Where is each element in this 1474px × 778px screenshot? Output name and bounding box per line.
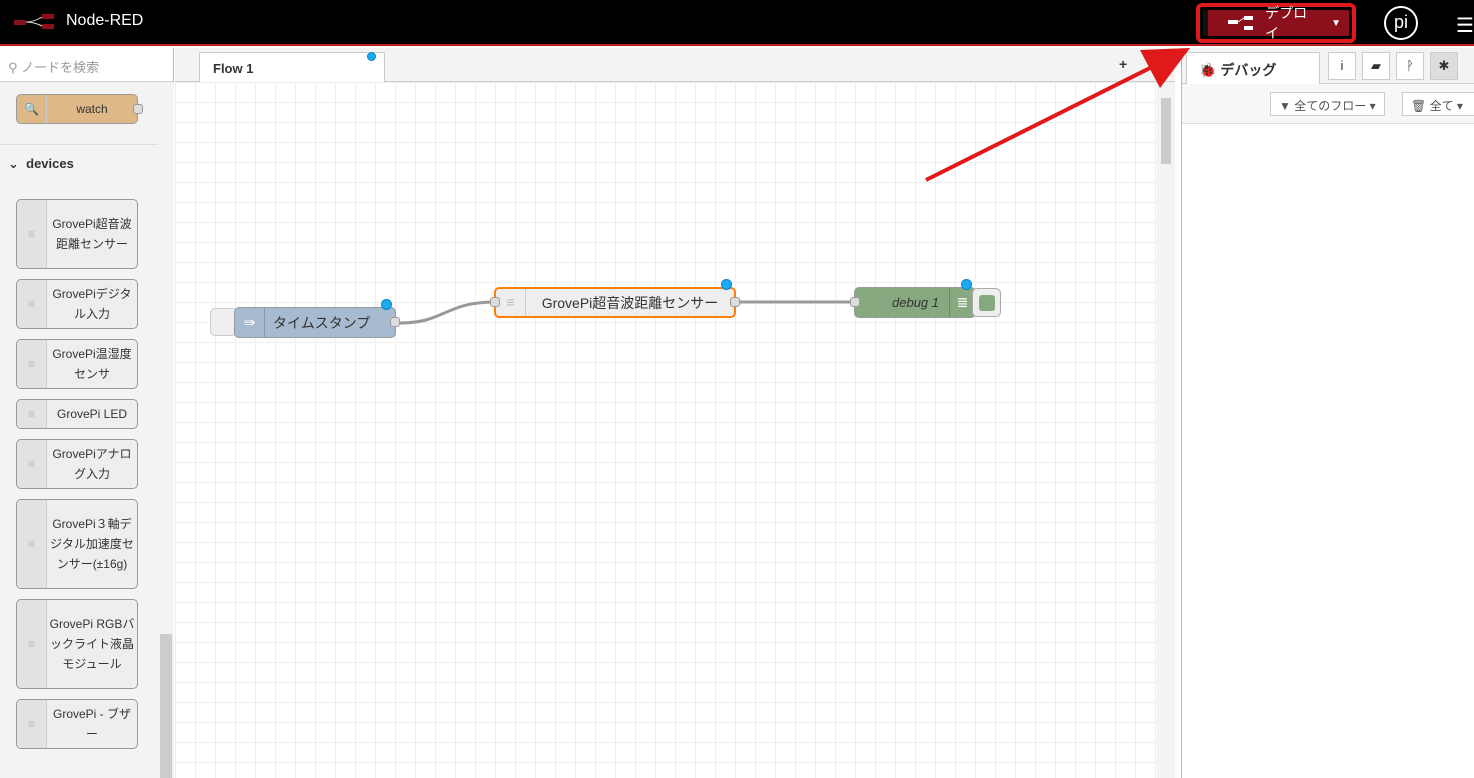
app-title: Node-RED: [66, 12, 144, 29]
git-branch-icon[interactable]: ᚹ: [1396, 52, 1424, 80]
node-label: GrovePi超音波距離センサー: [541, 294, 719, 311]
palette-node[interactable]: ≡GrovePi３軸デジタル加速度センサー(±16g): [16, 499, 138, 589]
flow-canvas[interactable]: ⇛ タイムスタンプ ≡ GrovePi超音波距離センサー debug 1 ≣: [175, 82, 1157, 778]
deploy-button[interactable]: デプロイ ▼: [1196, 3, 1356, 43]
deploy-label: デプロイ: [1265, 5, 1308, 41]
node-label: GrovePi３軸デジタル加速度センサー(±16g): [50, 517, 134, 571]
node-label: debug 1: [892, 295, 939, 310]
node-icon: ≡: [17, 600, 47, 688]
node-label: GrovePi - ブザー: [52, 707, 131, 741]
deploy-icon: [1228, 16, 1254, 30]
palette-node[interactable]: ≡GrovePiアナログ入力: [16, 439, 138, 489]
node-icon: ≡: [17, 340, 47, 388]
node-red-logo-icon: [14, 14, 54, 29]
palette-node[interactable]: ≡GrovePi超音波距離センサー: [16, 199, 138, 269]
node-label: GrovePiアナログ入力: [52, 447, 132, 481]
clear-label: 全て: [1429, 99, 1454, 113]
node-icon: ≡: [496, 289, 526, 316]
workspace: Flow 1 + ⇛ タイムスタンプ ≡ GrovePi超音波距離センサー debu…: [175, 48, 1175, 778]
palette-node[interactable]: ≡GrovePi温湿度センサ: [16, 339, 138, 389]
arrow-icon: ⇛: [235, 308, 265, 337]
header: Node-RED デプロイ ▼ pi ☰: [0, 0, 1474, 46]
node-icon: ≡: [17, 500, 47, 588]
list-icon: ≣: [949, 288, 975, 317]
annotation-arrow: [925, 48, 1190, 182]
logo: Node-RED: [14, 12, 143, 30]
tab-flow-1[interactable]: Flow 1: [199, 52, 385, 83]
palette-search-input[interactable]: ⚲ ノードを検索: [0, 48, 173, 82]
search-icon: 🔍: [17, 95, 47, 123]
palette-node-watch[interactable]: 🔍 watch: [16, 94, 138, 124]
bug-icon: 🐞: [1199, 62, 1217, 78]
node-icon: ≡: [17, 400, 47, 428]
grovepi-sensor-node[interactable]: ≡ GrovePi超音波距離センサー: [494, 287, 736, 318]
palette-node[interactable]: ≡ GrovePi LED: [16, 399, 138, 429]
debug-icon[interactable]: ✱: [1430, 52, 1458, 80]
inject-button[interactable]: [210, 308, 238, 336]
tab-label: Flow 1: [213, 61, 254, 76]
node-label: GrovePi RGBバックライト液晶モジュール: [49, 617, 135, 671]
inject-node[interactable]: ⇛ タイムスタンプ: [234, 307, 396, 338]
node-icon: ≡: [17, 440, 47, 488]
node-label: GrovePi超音波距離センサー: [52, 217, 132, 251]
filter-label: 全てのフロー: [1294, 99, 1367, 113]
sidebar: 🐞 デバッグ i ▰ ᚹ ✱ ▼ 全てのフロー ▾ 🗑 全て ▾: [1181, 48, 1474, 778]
search-placeholder: ノードを検索: [21, 60, 100, 75]
debug-node[interactable]: debug 1 ≣: [854, 287, 976, 318]
flow-tabs: Flow 1 +: [175, 48, 1175, 83]
clear-select[interactable]: 🗑 全て ▾: [1402, 92, 1474, 116]
node-label: GrovePi温湿度センサ: [52, 347, 132, 381]
debug-toggle-button[interactable]: [972, 288, 1001, 317]
canvas-scrollbar[interactable]: [1157, 82, 1175, 778]
category-label: devices: [26, 156, 74, 171]
add-flow-button[interactable]: +: [1119, 56, 1128, 72]
palette-node[interactable]: ≡GrovePi RGBバックライト液晶モジュール: [16, 599, 138, 689]
tab-label: デバッグ: [1220, 62, 1277, 78]
hamburger-menu-icon[interactable]: ☰: [1456, 15, 1474, 37]
palette-node[interactable]: ≡GrovePi - ブザー: [16, 699, 138, 749]
node-icon: ≡: [17, 280, 47, 328]
tab-debug[interactable]: 🐞 デバッグ: [1186, 52, 1320, 85]
palette-node[interactable]: ≡GrovePiデジタル入力: [16, 279, 138, 329]
category-devices[interactable]: ⌄ devices: [0, 144, 158, 182]
book-icon[interactable]: ▰: [1362, 52, 1390, 80]
palette: ⚲ ノードを検索 🔍watch ⌄ devices ≡GrovePi超音波距離セ…: [0, 48, 174, 778]
node-label: タイムスタンプ: [273, 314, 371, 331]
node-label: GrovePi LED: [56, 407, 128, 421]
chevron-down-icon[interactable]: ▼: [1331, 17, 1341, 29]
node-icon: ≡: [17, 200, 47, 268]
user-avatar[interactable]: pi: [1384, 6, 1418, 40]
flow-filter-select[interactable]: ▼ 全てのフロー ▾: [1270, 92, 1385, 116]
node-label: watch: [76, 102, 108, 116]
node-icon: ≡: [17, 700, 47, 748]
info-icon[interactable]: i: [1328, 52, 1356, 80]
palette-scrollbar[interactable]: [158, 82, 174, 778]
node-label: GrovePiデジタル入力: [52, 287, 132, 321]
